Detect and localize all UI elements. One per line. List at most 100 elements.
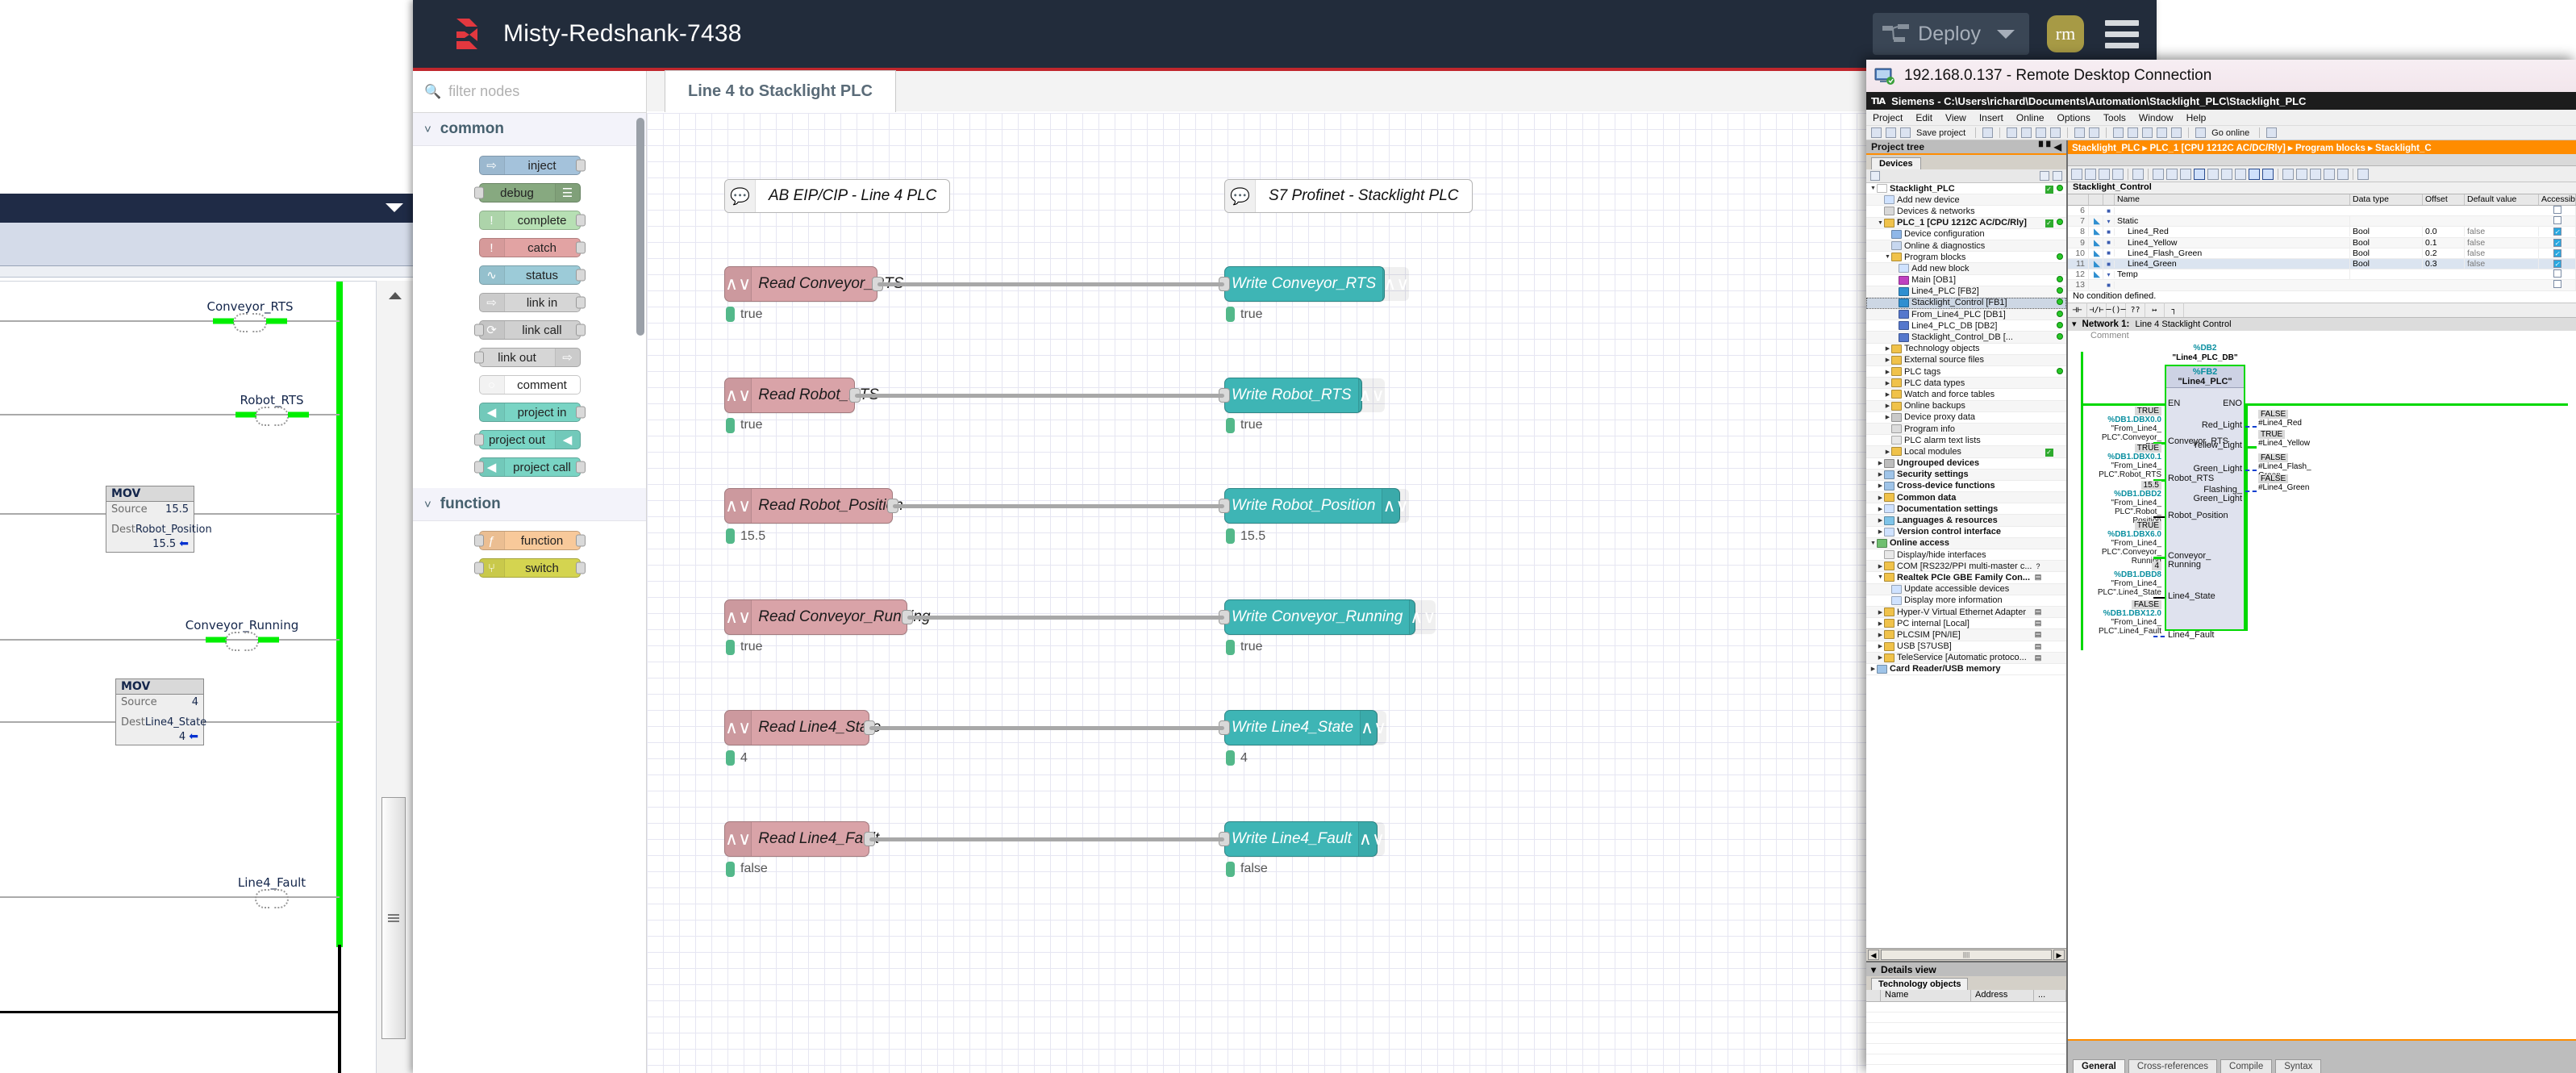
output-port[interactable]: [575, 562, 586, 574]
flow-node-Read-Robot_RTS[interactable]: ∧∨Read Robot_RTS: [724, 377, 879, 413]
flow-wire[interactable]: [869, 726, 1224, 730]
palette-node-link-call[interactable]: ⟳link call: [473, 320, 586, 340]
flow-node-Read-Line4_State[interactable]: ∧∨Read Line4_State: [724, 710, 881, 745]
scrollbar-thumb[interactable]: ||||: [1881, 950, 2052, 960]
columns-icon[interactable]: ▘▘: [2039, 141, 2054, 152]
tree-expander-icon[interactable]: ▶: [1885, 346, 1890, 353]
menu-online[interactable]: Online: [2015, 111, 2045, 123]
palette-node-debug[interactable]: debug☰: [473, 183, 581, 202]
lad-tool-button[interactable]: ┐: [2165, 303, 2184, 317]
tree-item[interactable]: ▶COM [RS232/PPI multi-master c...?: [1866, 561, 2066, 573]
input-port[interactable]: [473, 562, 484, 574]
tree-expander-icon[interactable]: ▶: [1870, 666, 1876, 673]
print-icon[interactable]: [1982, 127, 1994, 138]
tree-item[interactable]: ▶Ungrouped devices: [1866, 458, 2066, 470]
tree-expander-icon[interactable]: ▶: [1885, 403, 1890, 410]
tree-expander-icon[interactable]: ▶: [1885, 380, 1890, 386]
row-data-type[interactable]: Bool: [2350, 248, 2423, 258]
tree-expander-icon[interactable]: ▼: [1878, 574, 1883, 581]
collapse-all-icon[interactable]: [2180, 168, 2191, 180]
tree-item[interactable]: ▶Common data: [1866, 492, 2066, 504]
tree-expander-icon[interactable]: ▶: [1878, 644, 1883, 650]
cut-icon[interactable]: [2007, 127, 2018, 138]
tree-item[interactable]: Update accessible devices: [1866, 583, 2066, 595]
tree-item[interactable]: Display more information: [1866, 595, 2066, 607]
flow-node-Write-Line4_State[interactable]: Write Line4_State∧∨: [1219, 710, 1387, 745]
output-coil[interactable]: [225, 630, 259, 651]
chevron-down-icon[interactable]: ▾: [2072, 319, 2077, 329]
tree-item[interactable]: ▼PLC_1 [CPU 1212C AC/DC/Rly]✓: [1866, 217, 2066, 229]
row-accessible-checkbox[interactable]: [2539, 205, 2576, 216]
output-port[interactable]: [575, 461, 586, 474]
tree-item[interactable]: ▶USB [S7USB]▤: [1866, 641, 2066, 653]
input-port[interactable]: [473, 324, 484, 336]
lad-tool-button[interactable]: ↦: [2145, 303, 2165, 317]
tree-item[interactable]: ▶PLCSIM [PN/IE]▤: [1866, 629, 2066, 641]
monitor-off-icon[interactable]: [2296, 168, 2307, 180]
flow-node-Read-Robot_Position[interactable]: ∧∨Read Robot_Position: [724, 488, 903, 524]
flow-wire[interactable]: [907, 615, 1224, 620]
lad-tool-button[interactable]: ??: [2126, 303, 2145, 317]
menu-options[interactable]: Options: [2057, 111, 2090, 123]
inspector-tab-cross-references[interactable]: Cross-references: [2128, 1059, 2218, 1073]
list-view-icon[interactable]: [2040, 171, 2049, 181]
insert-network-icon[interactable]: [2207, 168, 2219, 180]
output-port[interactable]: [575, 534, 586, 547]
flow-node-Read-Conveyor_RTS[interactable]: ∧∨Read Conveyor_RTS: [724, 266, 903, 302]
lad-tool-button[interactable]: ─()─: [2106, 303, 2126, 317]
input-port[interactable]: [473, 433, 484, 446]
table-row[interactable]: 12◣▾Temp: [2068, 269, 2576, 281]
tree-item[interactable]: ▶Local modules✓: [1866, 446, 2066, 458]
input-operand[interactable]: FALSE%DB1.DBX12.0"From_Line4_ PLC".Line4…: [2074, 599, 2161, 636]
table-row[interactable]: 6■: [2068, 205, 2576, 217]
lad-tool-button[interactable]: ⊣/⊢: [2087, 303, 2107, 317]
consistency-icon[interactable]: [2337, 168, 2349, 180]
palette-node-link-in[interactable]: ⇨link in: [478, 293, 586, 312]
tree-item[interactable]: Add new device: [1866, 194, 2066, 207]
row-data-type[interactable]: Bool: [2350, 227, 2423, 237]
save-project-icon[interactable]: [1900, 127, 1911, 138]
retain-icon[interactable]: [2132, 168, 2144, 180]
output-port[interactable]: [575, 324, 586, 336]
flow-node-Write-Robot_Position[interactable]: Write Robot_Position∧∨: [1219, 488, 1409, 524]
palette-node-link-out[interactable]: link out⇨: [473, 348, 581, 367]
output-coil[interactable]: [233, 311, 267, 332]
input-operand[interactable]: 15.5%DB1.DBD2"From_Line4_ PLC".Robot_ Po…: [2074, 480, 2161, 525]
tree-item[interactable]: Stacklight_Control [FB1]: [1866, 297, 2066, 310]
scroll-left-icon[interactable]: ◀: [1868, 950, 1879, 960]
scroll-right-icon[interactable]: ▶: [2053, 950, 2065, 960]
tab-line4-to-stacklight-plc[interactable]: Line 4 to Stacklight PLC: [665, 70, 896, 112]
inspector-tab-compile[interactable]: Compile: [2220, 1059, 2273, 1073]
output-coil[interactable]: [255, 405, 289, 426]
tree-expander-icon[interactable]: ▶: [1878, 472, 1883, 478]
monitor-on-icon[interactable]: [2282, 168, 2294, 180]
tree-item[interactable]: ▶Watch and force tables: [1866, 389, 2066, 401]
delete-row-icon[interactable]: [2085, 168, 2096, 180]
menu-help[interactable]: Help: [2186, 111, 2207, 123]
palette-node-project-call[interactable]: ◀project call: [473, 457, 586, 477]
undo-icon[interactable]: [2074, 127, 2086, 138]
flow-node-Read-Conveyor_Running[interactable]: ∧∨Read Conveyor_Running: [724, 599, 931, 635]
tree-item[interactable]: ▶Documentation settings: [1866, 503, 2066, 516]
output-port[interactable]: [575, 241, 586, 254]
tree-expander-icon[interactable]: ▶: [1878, 563, 1883, 570]
tab-devices[interactable]: Devices: [1871, 157, 1921, 169]
row-accessible-checkbox[interactable]: [2539, 279, 2576, 290]
tree-item[interactable]: Program info: [1866, 423, 2066, 436]
tree-item[interactable]: ▶Security settings: [1866, 469, 2066, 481]
menu-view[interactable]: View: [1945, 111, 1966, 123]
move-down-icon[interactable]: [2112, 168, 2124, 180]
tree-item[interactable]: PLC alarm text lists: [1866, 435, 2066, 447]
row-data-type[interactable]: Bool: [2350, 237, 2423, 248]
tree-item[interactable]: Online & diagnostics: [1866, 240, 2066, 253]
network-comment[interactable]: Comment: [2068, 330, 2576, 342]
palette-node-comment[interactable]: ○comment: [478, 375, 581, 395]
tab-technology-objects[interactable]: Technology objects: [1871, 978, 1969, 990]
new-project-icon[interactable]: [1871, 127, 1882, 138]
